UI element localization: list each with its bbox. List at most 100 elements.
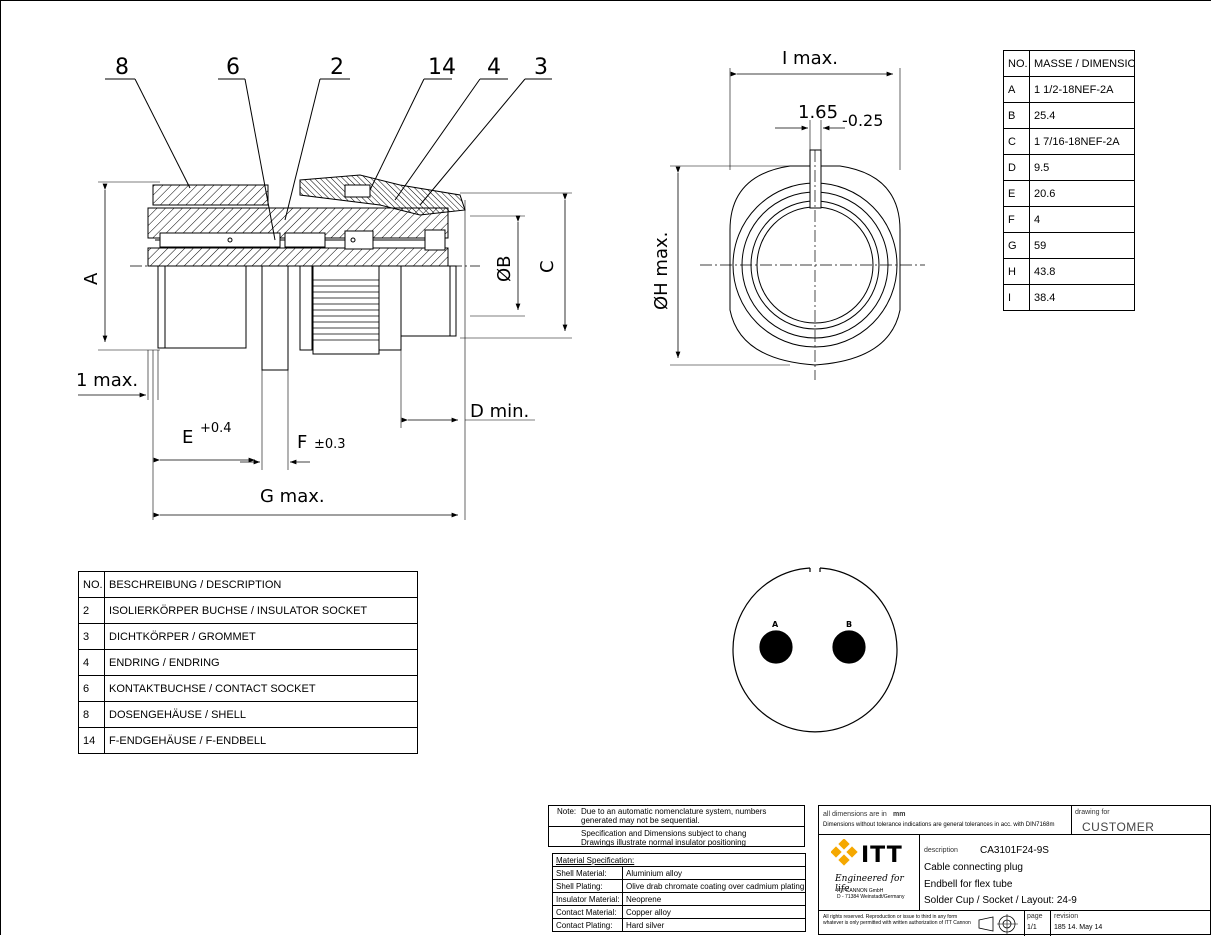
page-value: 1/1	[1027, 924, 1037, 931]
company-line-2: D - 71384 Weinstadt/Germany	[837, 894, 905, 900]
tolerance-note: Dimensions without tolerance indications…	[823, 822, 1055, 828]
contact-layout	[732, 567, 898, 733]
material-table: Material Specification: Shell Material:A…	[551, 853, 807, 932]
material-value: Copper alloy	[621, 905, 807, 919]
dim-key-tol: -0.25	[842, 111, 883, 130]
dim-f-tol: ±0.3	[314, 437, 346, 452]
dim-cell: 4	[1029, 206, 1135, 233]
dim-e-tol: +0.4	[200, 421, 232, 436]
dim-cell: F	[1003, 206, 1030, 233]
dim-cell: 43.8	[1029, 258, 1135, 285]
dim-b-label: ØB	[494, 255, 515, 282]
parts-cell: DOSENGEHÄUSE / SHELL	[104, 701, 418, 728]
desc-line-1: Cable connecting plug	[924, 862, 1023, 873]
material-key: Shell Plating:	[552, 879, 623, 893]
desc-line-3: Solder Cup / Socket / Layout: 24-9	[924, 895, 1077, 906]
dim-header-dimension: MASSE / DIMENSION	[1029, 50, 1135, 77]
dim-cell: B	[1003, 102, 1030, 129]
dim-cell: D	[1003, 154, 1030, 181]
balloon-4: 4	[487, 55, 501, 80]
contact-b-label: B	[846, 620, 852, 629]
tagline: Engineered for life	[835, 874, 904, 894]
revision-label: revision	[1054, 913, 1079, 920]
title-block: all dimensions are in mm Dimensions with…	[818, 805, 1211, 936]
brand-name: ITT	[861, 843, 903, 868]
parts-cell: F-ENDGEHÄUSE / F-ENDBELL	[104, 727, 418, 754]
dim-cell: 38.4	[1029, 284, 1135, 311]
dim-header-no: NO.	[1003, 50, 1030, 77]
material-value: Hard silver	[621, 918, 807, 932]
material-title: Material Specification:	[551, 853, 807, 867]
parts-cell: 4	[78, 649, 105, 676]
material-value: Olive drab chromate coating over cadmium…	[621, 879, 807, 893]
units-label: all dimensions are in	[823, 811, 887, 818]
dim-cell: E	[1003, 180, 1030, 207]
dim-cell: 9.5	[1029, 154, 1135, 181]
note-label: Note:	[557, 807, 577, 816]
dim-cell: 1 1/2-18NEF-2A	[1029, 76, 1135, 103]
insulator-section-bottom	[147, 247, 449, 267]
dim-a-label: A	[81, 272, 102, 285]
material-key: Contact Plating:	[552, 918, 623, 932]
dim-cell: 59	[1029, 232, 1135, 259]
note-2: Specification and Dimensions subject to …	[581, 829, 747, 847]
dim-h-label: ØH max.	[651, 232, 672, 310]
parts-cell: 6	[78, 675, 105, 702]
contact-a-label: A	[772, 620, 779, 629]
material-key: Contact Material:	[552, 905, 623, 919]
note-1: Due to an automatic nomenclature system,…	[581, 807, 767, 825]
insert-face	[732, 567, 898, 733]
balloon-2: 2	[330, 55, 344, 80]
dim-f-label: F	[297, 432, 307, 453]
description-label: description	[924, 847, 958, 854]
dim-cell: 25.4	[1029, 102, 1135, 129]
dim-g-label: G max.	[260, 486, 325, 507]
units-value: mm	[893, 811, 906, 818]
shell-section	[152, 184, 269, 206]
contact-a	[759, 630, 793, 664]
logo-area: ITT Engineered for life ITT CANNON GmbH …	[819, 835, 920, 911]
dim-c-label: C	[537, 260, 558, 273]
itt-logo-icon	[831, 839, 858, 866]
dim-cell: 1 7/16-18NEF-2A	[1029, 128, 1135, 155]
parts-cell: DICHTKÖRPER / GROMMET	[104, 623, 418, 650]
dim-cell: G	[1003, 232, 1030, 259]
balloon-14: 14	[428, 55, 456, 80]
part-number: CA3101F24-9S	[980, 845, 1049, 856]
balloon-3: 3	[534, 55, 548, 80]
material-key: Shell Material:	[552, 866, 623, 880]
dim-cell: 20.6	[1029, 180, 1135, 207]
parts-header-no: NO.	[78, 571, 105, 598]
parts-cell: 8	[78, 701, 105, 728]
front-view	[670, 68, 925, 380]
description-area: description CA3101F24-9S Cable connectin…	[920, 835, 1211, 911]
dimension-labels: A ØB C 1 max. E +0.4 F ±0.3 D min. G max…	[76, 255, 558, 507]
revision-value: 185 14. May 14	[1054, 924, 1103, 931]
projection-symbol-icon	[978, 914, 1018, 934]
material-key: Insulator Material:	[552, 892, 623, 906]
coupling-ring	[261, 265, 289, 371]
dim-cell: H	[1003, 258, 1030, 285]
balloon-8: 8	[115, 55, 129, 80]
contact-socket	[159, 232, 281, 248]
balloon-6: 6	[226, 55, 240, 80]
dim-i-label: I max.	[782, 48, 838, 69]
endbell-outline	[729, 165, 901, 366]
parts-cell: 3	[78, 623, 105, 650]
front-view-labels: I max. 1.65 -0.25 ØH max.	[651, 48, 883, 310]
dim-key-label: 1.65	[798, 102, 838, 123]
dim-cell: I	[1003, 284, 1030, 311]
dim-d-label: D min.	[470, 401, 529, 422]
company-line-1: ITT CANNON GmbH	[837, 888, 884, 894]
page-label: page	[1027, 913, 1043, 920]
material-value: Aluminium alloy	[621, 866, 807, 880]
notes-box: Note: Due to an automatic nomenclature s…	[548, 805, 805, 847]
rights-note: All rights reserved. Reproduction or iss…	[823, 914, 971, 926]
dim-e-label: E	[182, 427, 193, 448]
dim-cell: C	[1003, 128, 1030, 155]
parts-cell: ENDRING / ENDRING	[104, 649, 418, 676]
drawing-for-label: drawing for	[1075, 809, 1110, 816]
